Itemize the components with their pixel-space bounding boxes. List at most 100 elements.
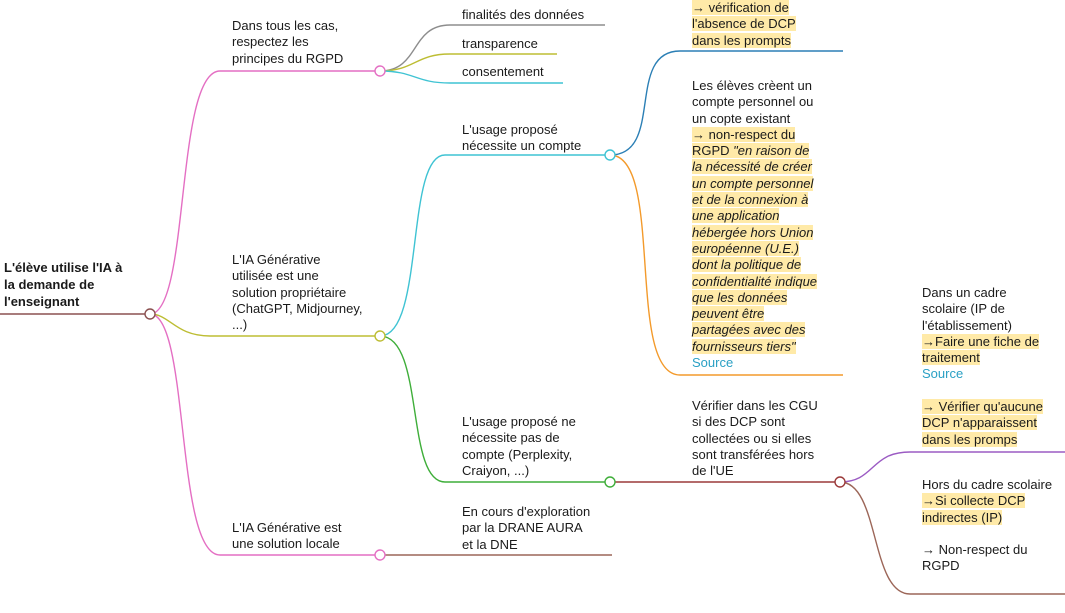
text-line: → Non-respect du [922, 542, 1028, 558]
edge-rgpd-finalites [379, 24, 605, 72]
text-line: utilisée est une [232, 268, 319, 284]
text-line: confidentialité indique [692, 273, 818, 289]
text-line: fournisseurs tiers" [692, 338, 796, 354]
text-line: nécessite un compte [462, 138, 582, 154]
text-line: Les élèves crèent un [692, 78, 812, 93]
outside-intro-text: Hors du cadre scolaire [922, 477, 1052, 493]
text-line: une solution locale [232, 536, 340, 552]
text-line: l'absence de DCP [692, 16, 796, 32]
text-line: Craiyon, ...) [462, 462, 530, 478]
text-line: →Faire une fiche de [922, 333, 1040, 349]
text-line: L'élève utilise l'IA à [4, 260, 123, 275]
source-link-account[interactable]: Source [692, 355, 734, 371]
text-line: dont la politique de [692, 257, 802, 273]
text-line: et la DNE [462, 536, 518, 552]
non-respect-line-1: → non-respect du [692, 126, 796, 142]
text-line: l'enseignant [4, 294, 80, 309]
text-line: l'établissement) [922, 317, 1012, 333]
text-line: ...) [232, 317, 248, 333]
edge-rgpd-transparence [379, 53, 557, 72]
node-dot-no-account [604, 476, 616, 488]
text-line: dans les promps [922, 431, 1018, 447]
text-line: une application [692, 208, 780, 224]
text-line: dans les prompts [692, 32, 791, 48]
source-link-school[interactable]: Source [922, 366, 964, 382]
node-dot-generative [374, 330, 386, 342]
text-line: sont transférées hors [692, 446, 815, 462]
text-line: si des DCP sont [692, 414, 785, 430]
text-line: L'IA Générative [232, 252, 321, 267]
text-line: scolaire (IP de [922, 301, 1005, 317]
consentement-node[interactable]: consentement [462, 64, 544, 79]
node-dot-verify [834, 476, 846, 488]
edge-root-to-local [149, 313, 380, 556]
edge-root-to-rgpd [149, 70, 380, 315]
text-line: peuvent être [692, 306, 765, 322]
transparence-node[interactable]: transparence [462, 36, 538, 51]
text-line: indirectes (IP) [922, 509, 1003, 525]
root-node[interactable]: L'élève utilise l'IA à la demande de l'ens… [4, 259, 122, 310]
text-line: RGPD [922, 558, 960, 574]
non-respect-line-2: RGPD [692, 143, 734, 159]
text-line: L'IA Générative est [232, 520, 342, 535]
edge-rgpd-consentement [379, 70, 563, 84]
text-line: solution propriétaire [232, 284, 347, 300]
text-line: compte (Perplexity, [462, 446, 573, 462]
text-line: collectées ou si elles [692, 430, 812, 446]
edge-verify-outside [839, 481, 1065, 595]
node-dot-root [144, 308, 156, 320]
edge-account-nonrespect [609, 154, 843, 376]
edge-account-dcp [609, 50, 843, 156]
text-line: et de la connexion à [692, 192, 809, 208]
finalites-node[interactable]: finalités des données [462, 7, 585, 22]
edge-root-to-generative [149, 313, 380, 337]
text-line: L'usage proposé ne [462, 414, 576, 429]
text-line: un copte existant [692, 110, 791, 126]
text-line: → Vérifier qu'aucune [922, 399, 1043, 414]
text-line: européenne (U.E.) [692, 240, 799, 256]
text-line: par la DRANE AURA [462, 520, 583, 536]
text-line: principes du RGPD [232, 50, 344, 66]
text-line: un compte personnel [692, 175, 814, 191]
text-line: → vérification de [692, 0, 789, 15]
text-line: Dans un cadre [922, 285, 1007, 300]
edge-verify-school [839, 451, 1065, 483]
text-line: respectez les [232, 34, 309, 50]
text-line: →Si collecte DCP [922, 493, 1026, 509]
text-line: (ChatGPT, Midjourney, [232, 300, 363, 316]
text-line: de l'UE [692, 463, 734, 479]
text-line: traitement [922, 350, 980, 366]
text-line: nécessite pas de [462, 430, 560, 446]
node-dot-account [604, 149, 616, 161]
edge-generative-account [379, 154, 610, 337]
text-line: la demande de [4, 277, 95, 292]
text-line: que les données [692, 289, 788, 305]
node-dot-rgpd [374, 65, 386, 77]
text-line: Dans tous les cas, [232, 18, 339, 33]
text-line: compte personnel ou [692, 94, 814, 110]
text-line: hébergée hors Union [692, 224, 814, 240]
text-line: la nécessité de créer [692, 159, 812, 175]
text-line: Hors du cadre scolaire [922, 477, 1053, 492]
text-line: DCP n'apparaissent [922, 415, 1037, 431]
